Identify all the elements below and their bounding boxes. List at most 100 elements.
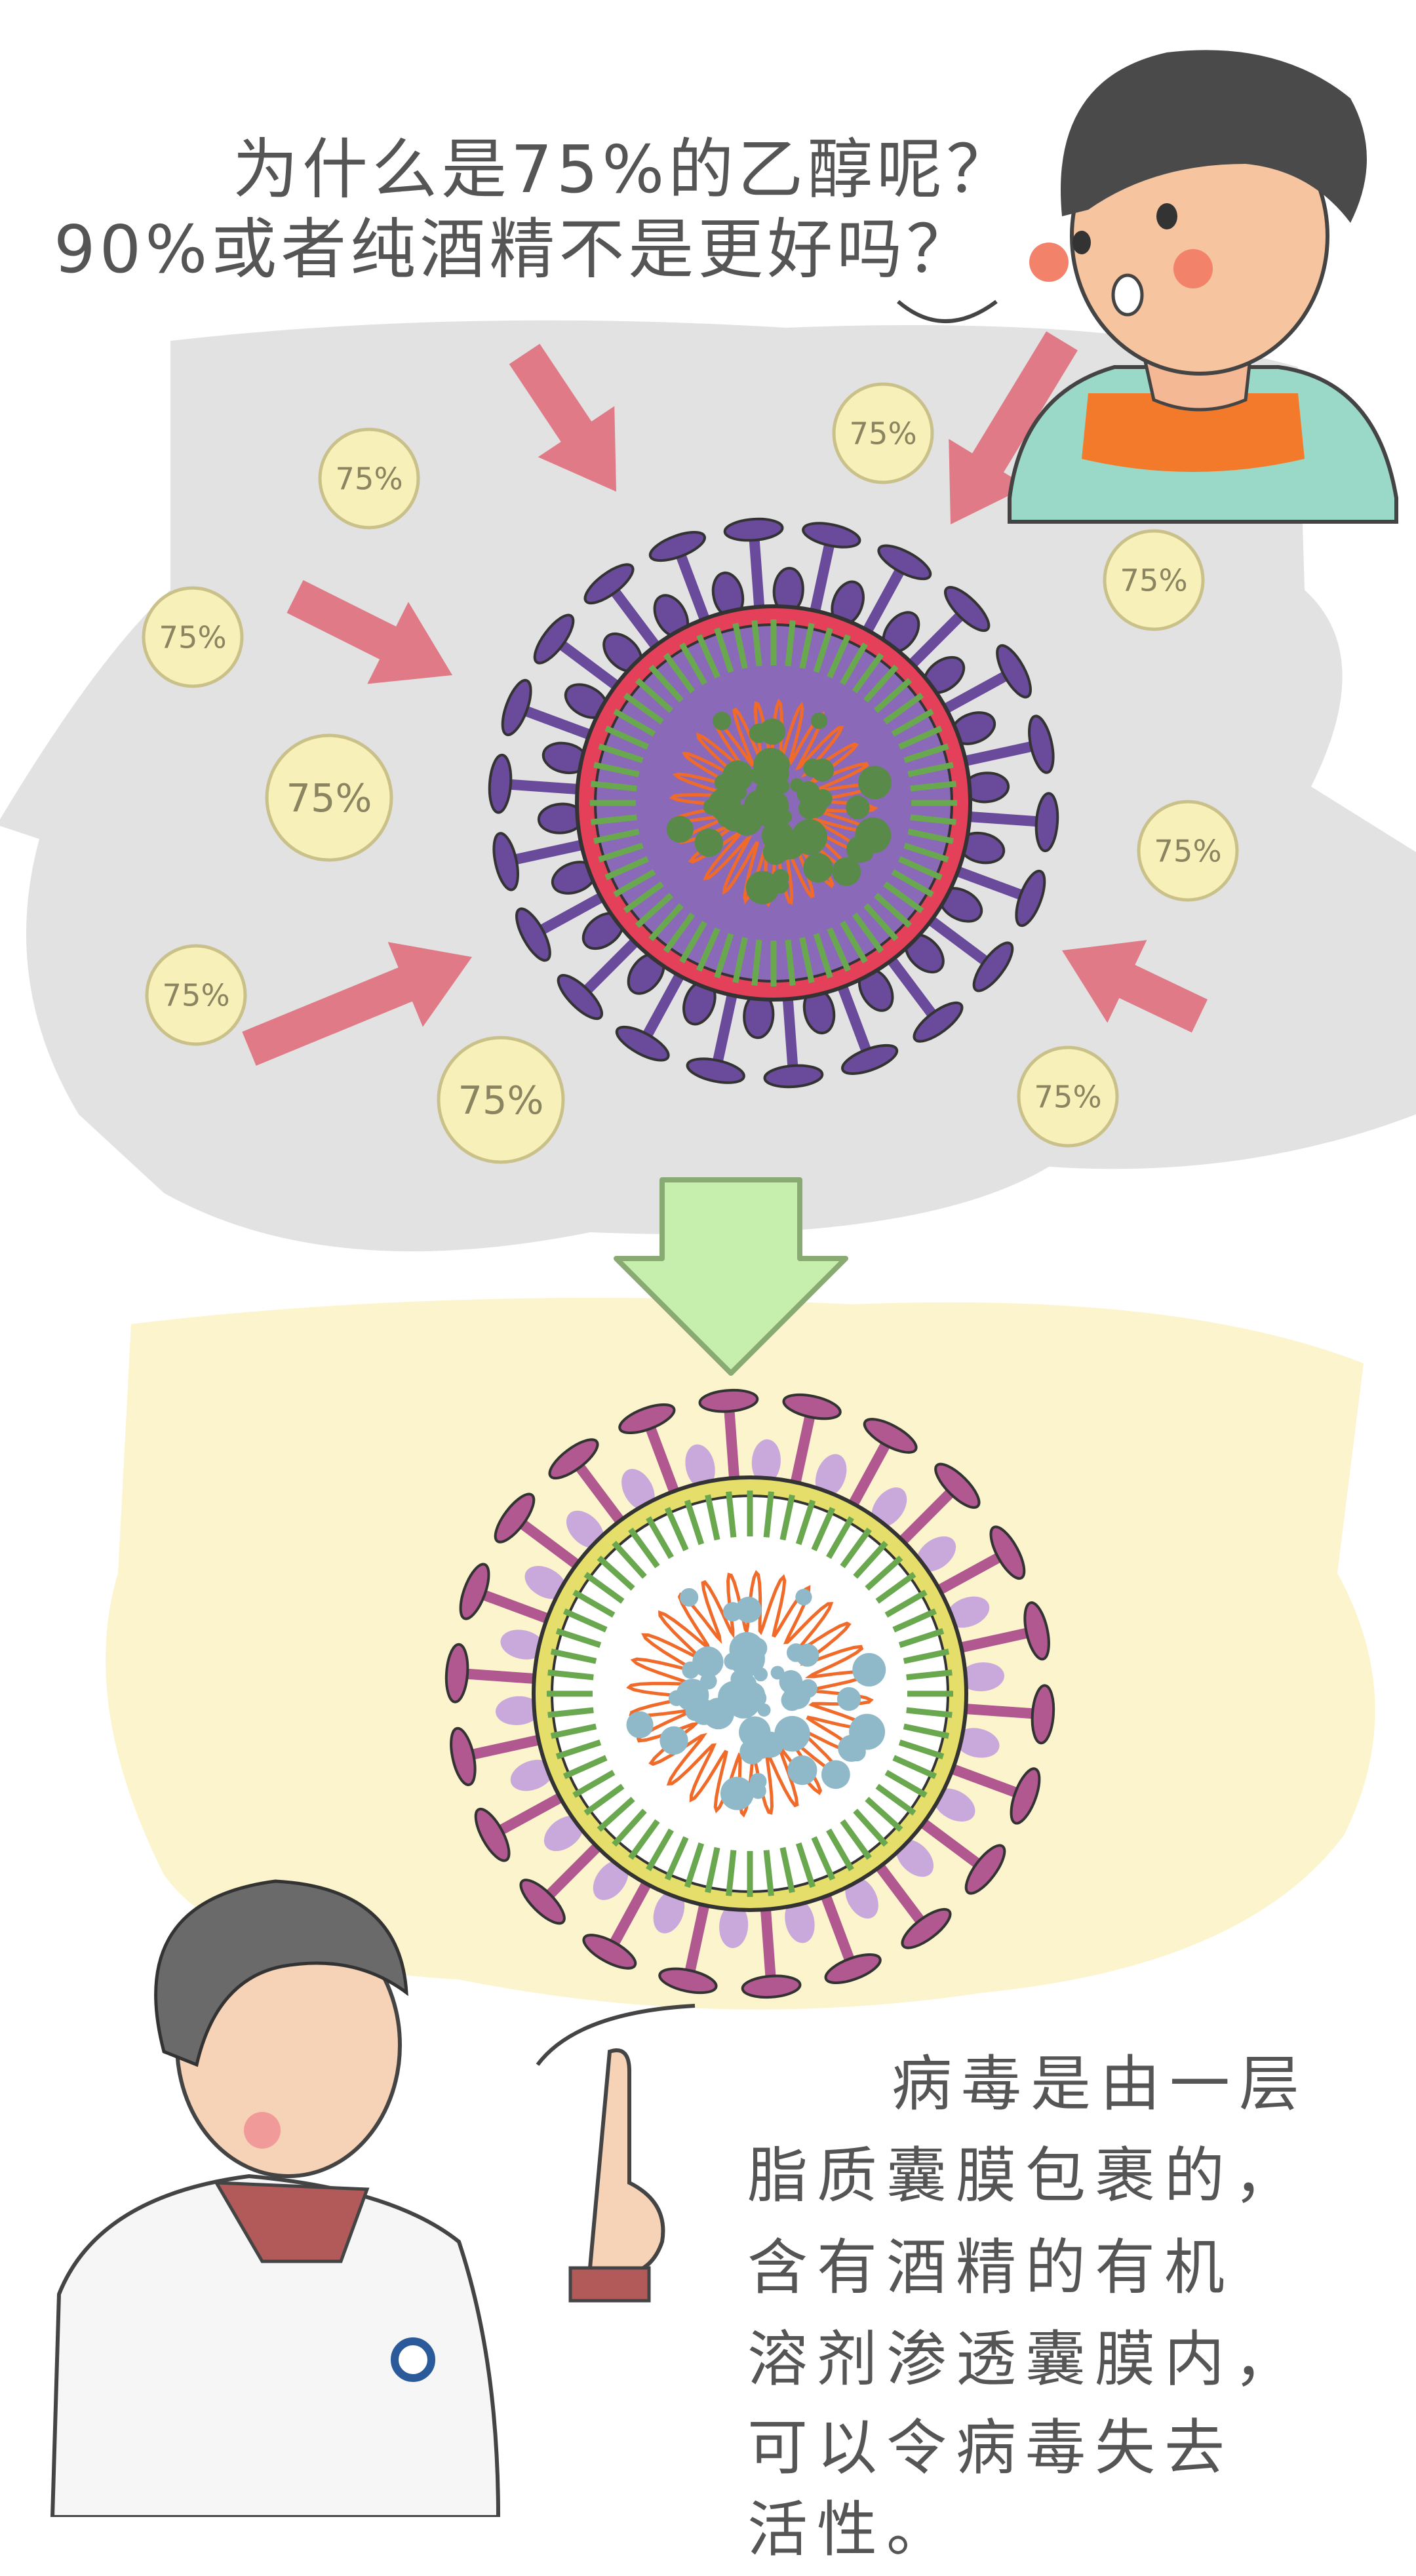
lipid-molecule [892,1755,937,1780]
spike-head [1023,1601,1050,1661]
lipid-molecule [583,1572,625,1604]
spike-head [841,1044,899,1075]
inner-particle [722,760,754,792]
spike-stem [953,866,1031,902]
inner-particle [803,825,827,848]
inner-particle [854,843,874,862]
inner-particle [749,723,769,743]
spike-stem [684,1900,710,1981]
alcohol-coins: 75%75%75%75%75%75%75%75%75% [142,382,1239,1164]
inner-particle [739,1716,771,1748]
coin-label: 75% [335,461,403,497]
inner-particle [847,1742,866,1762]
spike-head [741,1974,802,1999]
spike-head [989,1525,1026,1580]
lipid-molecule [906,1707,953,1718]
spike-head [863,1418,918,1454]
spike-head [648,531,706,562]
lipid-molecule [785,620,796,667]
lipid-molecule [884,1770,928,1798]
inner-particle [852,1652,886,1687]
coin-label: 75% [1034,1080,1101,1115]
lipid-molecule [628,1527,660,1569]
inner-particle [787,1722,810,1745]
inner-particle [770,1666,785,1680]
inner-particle [720,1776,754,1810]
inner-particle [811,758,835,782]
lipid-molecule [898,856,943,880]
lipid-molecule [827,927,851,972]
lipid-molecule [795,1842,816,1888]
inner-particle [729,1631,765,1668]
lipid-molecule [635,678,673,713]
surface-protein [845,1877,878,1919]
inner-particle [795,1588,812,1606]
spike-head [901,1907,952,1949]
lipid-molecule [875,1784,916,1816]
lipid-molecule [612,1808,647,1847]
surface-protein [524,1566,566,1599]
spike-head [686,1057,745,1084]
spike-head [723,517,784,542]
pink-arrows [242,331,1208,1066]
lipid-molecule [853,1540,888,1579]
lipid-molecule [646,1828,674,1871]
alcohol-coin [1137,800,1239,902]
surface-protein [751,1439,781,1484]
lipid-molecule [907,762,954,777]
inner-particle [691,1699,717,1725]
lipid-molecule [865,1797,903,1832]
lipid-molecule [874,893,913,928]
spike-stem [956,1626,1037,1653]
inner-particle [787,1755,817,1786]
spike-stem [886,954,941,1023]
spike-stem [782,994,798,1076]
spike-head [494,1493,536,1544]
inner-particle [857,766,892,800]
lipid-molecule [892,1608,937,1633]
spike-stem [571,1458,625,1527]
lipid-molecule [555,1739,602,1760]
inner-particle [626,1711,654,1738]
inner-particle [679,1588,699,1607]
inner-particle [836,1687,861,1711]
alcohol-coin [832,382,934,484]
spike-stem [964,811,1047,827]
surface-protein [916,1536,956,1572]
surface-protein [566,1510,604,1548]
lipid-molecule [555,1628,602,1649]
surface-protein [955,1728,1000,1758]
surface-protein [946,1596,990,1628]
spike-stem [837,981,873,1060]
illustration-scene: 75%75%75%75%75%75%75%75%75% [0,50,1416,2517]
lipid-molecule [811,1836,836,1881]
lipid-molecule [612,1540,647,1579]
lipid-molecule [813,933,833,979]
spike-stem [606,583,661,652]
lipid-molecule [583,1784,625,1816]
spike-stem [760,1904,777,1987]
spike-stem [457,1668,540,1684]
lipid-molecule [726,1491,737,1538]
lipid-molecule [813,627,833,673]
spike-head [492,832,519,891]
inner-particle [659,1726,688,1755]
spike-stem [820,1891,857,1970]
inner-particle [796,1643,819,1667]
spike-head [1034,792,1059,853]
lipid-molecule [898,1628,945,1649]
inner-particle [712,711,732,731]
inner-particle [735,1596,762,1623]
spike-head [944,585,991,633]
inner-particle [745,870,779,905]
inner-particle [846,795,870,819]
lipid-molecule [785,939,796,986]
surface-protein [621,1469,655,1511]
spike-head [877,544,932,581]
alcohol-coin [142,586,244,688]
spike-head [618,1403,676,1434]
spike-stem [749,530,765,612]
alcohol-coin [1103,529,1205,631]
spike-stem [513,1515,582,1570]
spike-head [583,563,635,605]
